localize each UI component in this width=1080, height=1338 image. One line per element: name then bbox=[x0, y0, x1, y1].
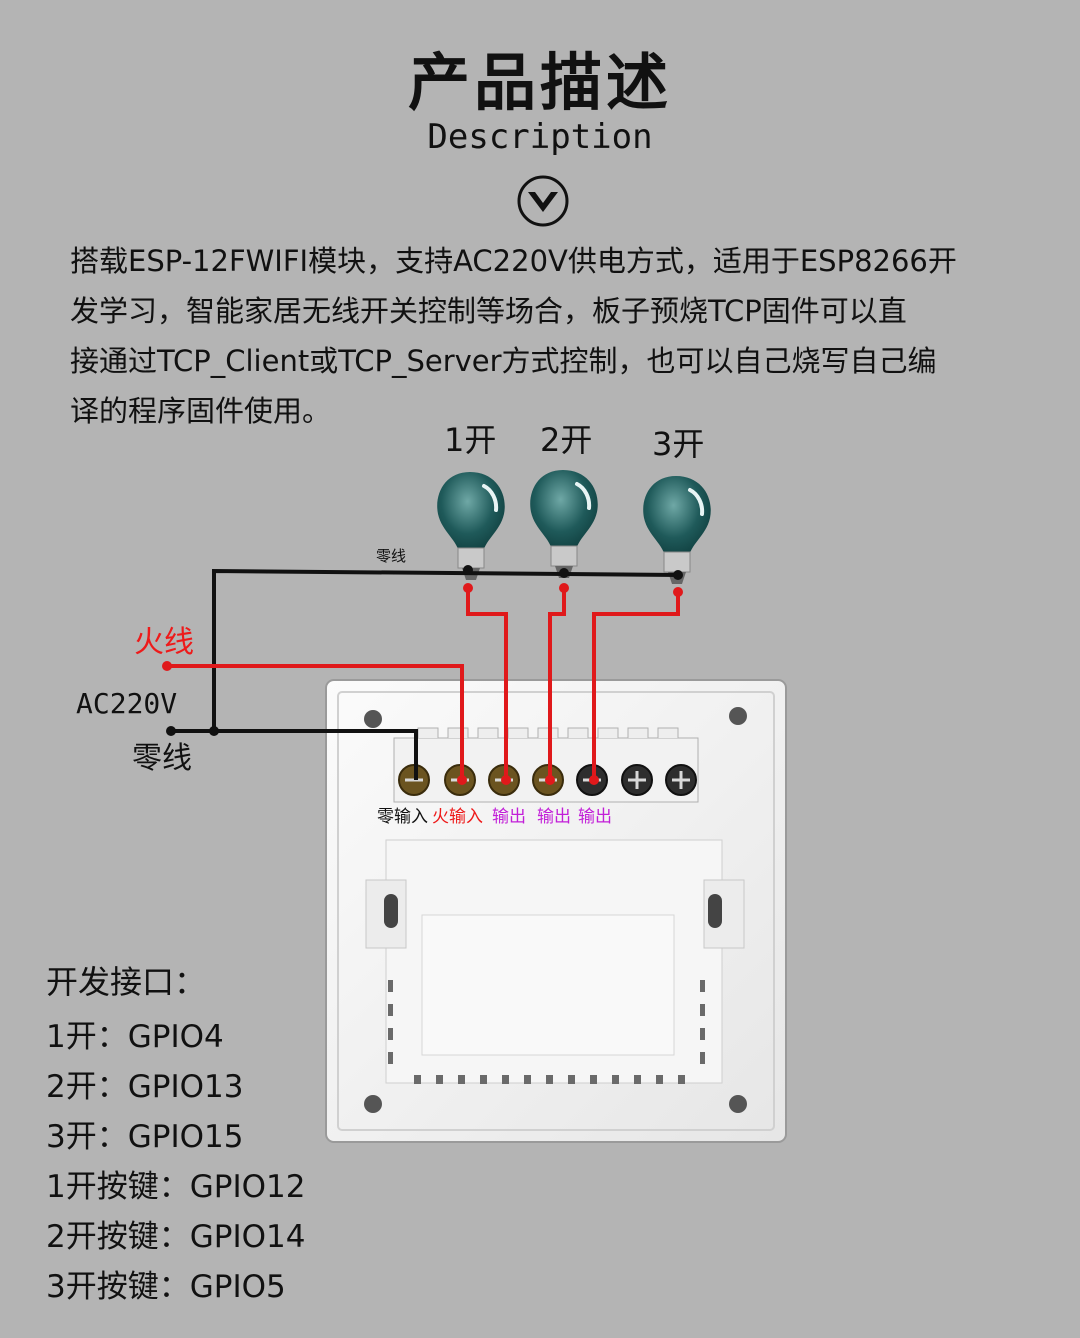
screw-terminals bbox=[398, 764, 697, 796]
page-subtitle: Description bbox=[427, 117, 653, 157]
list-item: 1开按键：GPIO12 bbox=[46, 1169, 306, 1205]
light-bulb-icon bbox=[437, 472, 505, 580]
terminal-label-output-1: 输出 bbox=[492, 807, 526, 827]
bulb-3-label: 3开 bbox=[652, 425, 705, 463]
switch-panel bbox=[325, 679, 787, 1143]
live-wires bbox=[167, 586, 680, 780]
dev-interface-title: 开发接口： bbox=[46, 963, 207, 1001]
light-bulb-icon bbox=[530, 470, 598, 578]
list-item: 3开按键：GPIO5 bbox=[46, 1269, 286, 1305]
chevron-down-circle-icon bbox=[517, 175, 569, 227]
light-bulb-icon bbox=[643, 476, 711, 584]
terminal-label-output-3: 输出 bbox=[578, 807, 612, 827]
page-title: 产品描述 bbox=[407, 46, 672, 119]
list-item: 2开：GPIO13 bbox=[46, 1069, 244, 1105]
neutral-wire-label: 零线 bbox=[132, 741, 192, 776]
description-line: 发学习，智能家居无线开关控制等场合，板子预烧TCP固件可以直 bbox=[70, 294, 907, 328]
description-line: 搭载ESP-12FWIFI模块，支持AC220V供电方式，适用于ESP8266开 bbox=[70, 244, 957, 278]
terminal-label-neutral-in: 零输入 bbox=[377, 807, 428, 827]
bulb-1-label: 1开 bbox=[444, 421, 497, 459]
list-item: 2开按键：GPIO14 bbox=[46, 1219, 306, 1255]
description-line: 接通过TCP_Client或TCP_Server方式控制，也可以自己烧写自己编 bbox=[70, 344, 937, 378]
live-wire-label: 火线 bbox=[134, 625, 194, 660]
live-junctions bbox=[162, 583, 683, 785]
neutral-wires bbox=[171, 568, 681, 780]
product-description: 搭载ESP-12FWIFI模块，支持AC220V供电方式，适用于ESP8266开… bbox=[70, 236, 1050, 436]
list-item: 1开：GPIO4 bbox=[46, 1019, 224, 1055]
list-item: 3开：GPIO15 bbox=[46, 1119, 244, 1155]
bulb-2-label: 2开 bbox=[540, 421, 593, 459]
description-line: 译的程序固件使用。 bbox=[70, 394, 332, 428]
neutral-junctions bbox=[166, 565, 683, 736]
terminal-label-output-2: 输出 bbox=[537, 807, 571, 827]
power-label: AC220V bbox=[76, 687, 178, 720]
dev-interface-list: 1开：GPIO4 2开：GPIO13 3开：GPIO15 1开按键：GPIO12… bbox=[46, 1012, 305, 1312]
terminal-label-live-in: 火输入 bbox=[432, 807, 483, 827]
neutral-top-label: 零线 bbox=[376, 547, 407, 565]
